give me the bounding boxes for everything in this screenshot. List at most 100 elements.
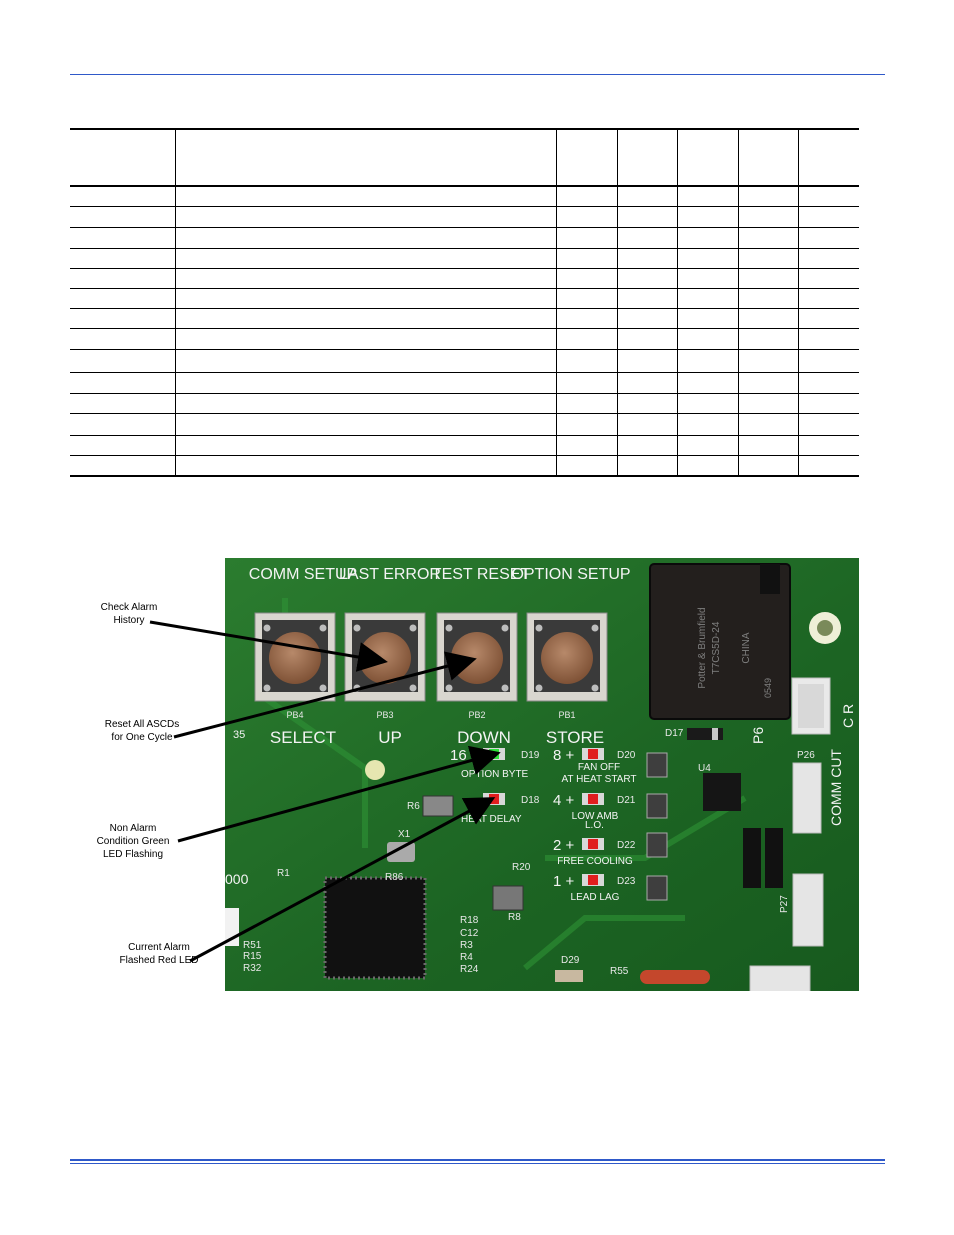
- table-cell: [676, 227, 738, 249]
- table-cell: [174, 435, 556, 456]
- table-cell: [676, 186, 738, 207]
- button-ref: PB3: [376, 710, 393, 720]
- table-cell: [174, 206, 556, 228]
- table-cell: [797, 455, 859, 476]
- table-cell: [174, 455, 556, 476]
- table-cell: [676, 349, 738, 373]
- svg-text:C12: C12: [460, 928, 479, 939]
- svg-text:000: 000: [225, 871, 249, 887]
- table-cell: [676, 455, 738, 476]
- tactile-button[interactable]: PB1: [526, 612, 608, 720]
- svg-text:R32: R32: [243, 963, 262, 974]
- led-label: FAN OFF: [578, 762, 620, 773]
- table-cell: [555, 268, 617, 289]
- table-cell: [70, 227, 175, 249]
- table-cell: [555, 435, 617, 456]
- svg-text:R8: R8: [508, 912, 521, 923]
- table-cell: [555, 455, 617, 476]
- relay-origin: CHINA: [741, 632, 752, 663]
- table-cell: [797, 308, 859, 329]
- table-cell: [797, 206, 859, 228]
- table-cell: [174, 227, 556, 249]
- header-cell: [797, 129, 859, 187]
- led-ref: D19: [521, 750, 540, 761]
- table-cell: [676, 435, 738, 456]
- table-cell: [737, 413, 798, 436]
- led-number: 16 +: [450, 747, 480, 764]
- table-cell: [70, 435, 175, 456]
- table-row: [70, 393, 859, 414]
- button-cap: [541, 632, 593, 684]
- table-row: [70, 328, 859, 350]
- svg-text:D17: D17: [665, 728, 684, 739]
- table-cell: [616, 227, 677, 249]
- relay-brand: Potter & Brumfield: [697, 607, 708, 688]
- svg-text:R55: R55: [610, 966, 629, 977]
- table-cell: [174, 372, 556, 394]
- led-label: LOW AMB: [572, 811, 619, 822]
- table-cell: [797, 328, 859, 350]
- table-cell: [737, 455, 798, 476]
- table-row: [70, 288, 859, 309]
- header-cell: [616, 129, 677, 187]
- table-cell: [616, 308, 677, 329]
- led-label: AT HEAT START: [561, 774, 636, 785]
- lo-label: L.O.: [585, 820, 604, 831]
- select-label: SELECT: [270, 728, 336, 747]
- relay-model: T7CS5D-24: [711, 621, 722, 674]
- table-cell: [174, 349, 556, 373]
- table-cell: [555, 248, 617, 269]
- table-cell: [555, 308, 617, 329]
- table-cell: [70, 206, 175, 228]
- cr-label: C R: [840, 704, 856, 728]
- table-cell: [616, 328, 677, 350]
- led-ref: D18: [521, 795, 540, 806]
- table-cell: [616, 288, 677, 309]
- svg-text:R1: R1: [277, 868, 290, 879]
- data-table: [70, 128, 859, 477]
- table-cell: [737, 328, 798, 350]
- table-cell: [616, 435, 677, 456]
- led-label: HEAT DELAY: [461, 814, 522, 825]
- p26-label: P26: [797, 750, 815, 761]
- table-cell: [555, 413, 617, 436]
- table-cell: [70, 456, 175, 477]
- header-cell: [555, 129, 617, 187]
- led-label: FREE COOLING: [557, 856, 633, 867]
- svg-text:R18: R18: [460, 915, 479, 926]
- svg-text:R3: R3: [460, 940, 473, 951]
- led-light: [489, 794, 499, 804]
- table-header-row: [70, 129, 859, 187]
- svg-text:X1: X1: [398, 829, 411, 840]
- table-cell: [555, 206, 617, 228]
- button-ref: PB2: [468, 710, 485, 720]
- table-cell: [737, 435, 798, 456]
- led-light: [588, 794, 598, 804]
- table-cell: [676, 308, 738, 329]
- button-ref: PB1: [558, 710, 575, 720]
- table-cell: [797, 372, 859, 394]
- table-cell: [616, 393, 677, 414]
- table-cell: [616, 268, 677, 289]
- table-row: [70, 248, 859, 269]
- led-number: 8 +: [553, 747, 575, 764]
- table-cell: [70, 248, 175, 269]
- svg-text:R15: R15: [243, 951, 262, 962]
- svg-text:R6: R6: [407, 801, 420, 812]
- test-reset-label: TEST RESET: [432, 566, 531, 583]
- table-cell: [174, 393, 556, 414]
- table-cell: [174, 288, 556, 309]
- table-cell: [70, 393, 175, 414]
- table-cell: [797, 186, 859, 207]
- table-cell: [676, 372, 738, 394]
- table-cell: [676, 413, 738, 436]
- table-row: [70, 186, 859, 207]
- button-cap: [359, 632, 411, 684]
- microcontroller: [323, 876, 427, 980]
- table-cell: [70, 372, 175, 394]
- table-cell: [555, 227, 617, 249]
- table-cell: [174, 308, 556, 329]
- table-cell: [676, 248, 738, 269]
